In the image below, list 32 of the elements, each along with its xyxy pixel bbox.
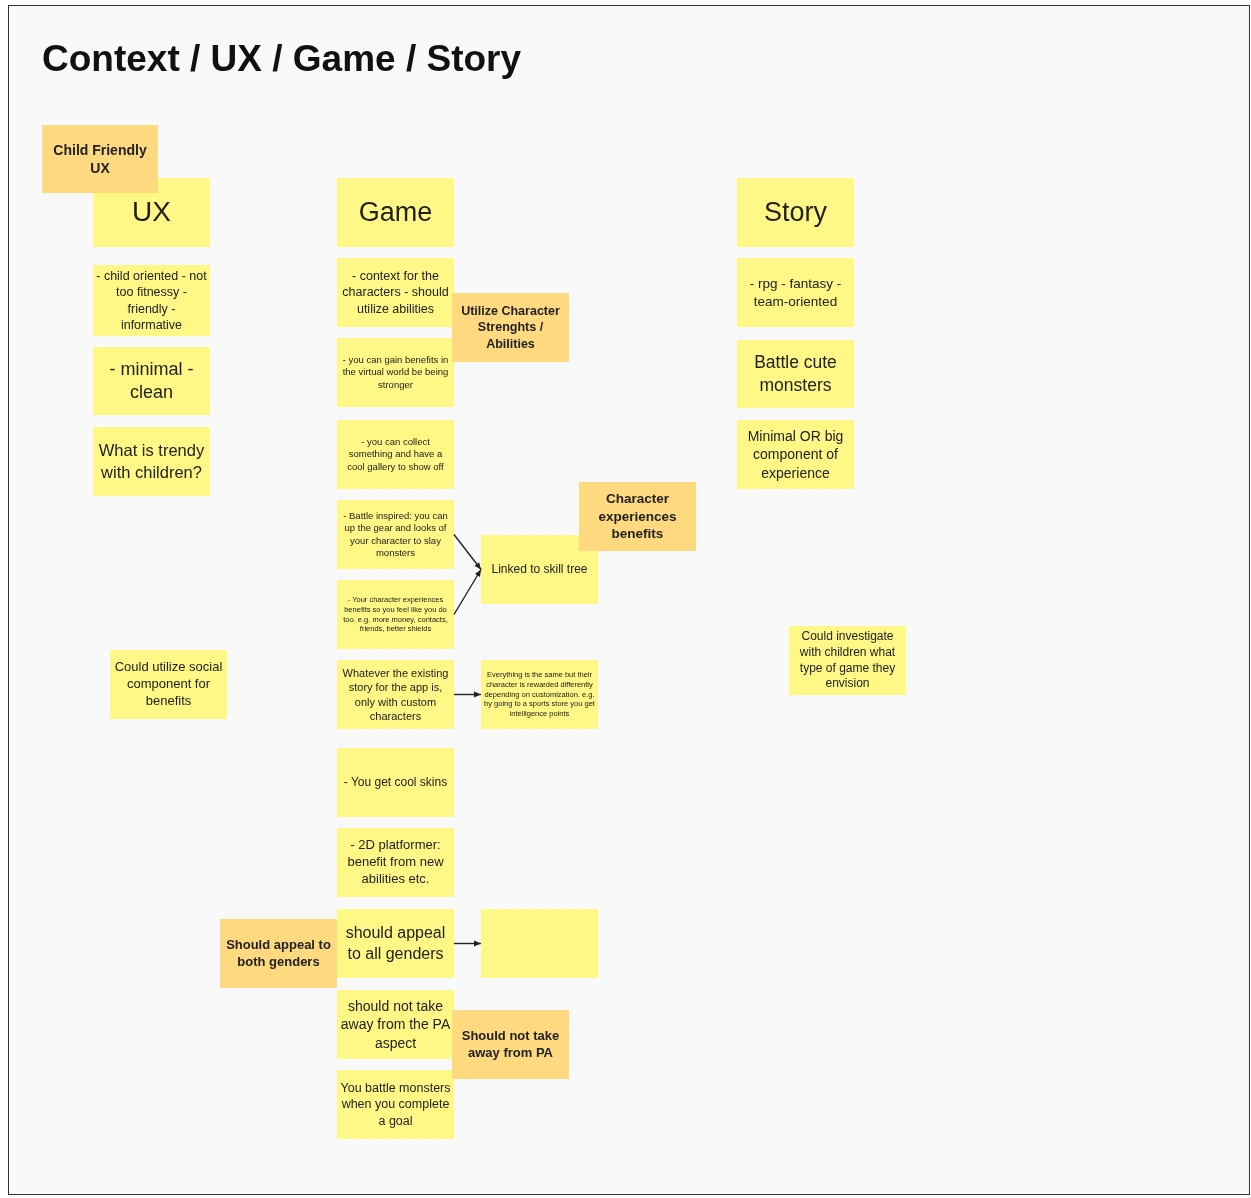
sticky-note: - rpg - fantasy - team-oriented bbox=[737, 258, 854, 327]
sticky-note: You battle monsters when you complete a goal bbox=[337, 1070, 454, 1139]
sticky-note: What is trendy with children? bbox=[93, 427, 210, 496]
sticky-note: should not take away from the PA aspect bbox=[337, 990, 454, 1059]
sticky-note: should appeal to all genders bbox=[337, 909, 454, 978]
sticky-note: - You get cool skins bbox=[337, 748, 454, 817]
sticky-note: Story bbox=[737, 178, 854, 247]
sticky-note: - child oriented - not too fitnessy - friendly - informative bbox=[93, 265, 210, 336]
tag-note: Should appeal to both genders bbox=[220, 919, 337, 988]
arrow bbox=[453, 533, 482, 571]
arrow bbox=[453, 568, 482, 616]
sticky-note: Game bbox=[337, 178, 454, 247]
title: Context / UX / Game / Story bbox=[42, 38, 522, 80]
tag-note: Child Friendly UX bbox=[42, 125, 158, 193]
sticky-note: Battle cute monsters bbox=[737, 340, 854, 408]
tag-note: Utilize Character Strenghts / Abilities bbox=[452, 293, 569, 362]
sticky-note: Minimal OR big component of experience bbox=[737, 420, 854, 489]
sticky-note: - context for the characters - should utilize abilities bbox=[337, 258, 454, 327]
sticky-note: - minimal - clean bbox=[93, 347, 210, 415]
sticky-note: - you can gain benefits in the virtual world be being stronger bbox=[337, 338, 454, 407]
arrow bbox=[453, 940, 482, 947]
tag-note: Should not take away from PA bbox=[452, 1010, 569, 1079]
sticky-note: Could investigate with children what type of game they envision bbox=[789, 626, 906, 695]
sticky-note: Could utilize social component for benefits bbox=[110, 650, 227, 719]
sticky-note: - 2D platformer: benefit from new abilities etc. bbox=[337, 828, 454, 897]
sticky-note: Whatever the existing story for the app is, only with custom characters bbox=[337, 660, 454, 729]
sticky-note: - you can collect something and have a cool gallery to show off bbox=[337, 420, 454, 489]
sticky-note: - Battle inspired: you can up the gear and looks of your character to slay monsters bbox=[337, 500, 454, 569]
empty-sticky-note bbox=[481, 909, 598, 978]
sticky-note: Linked to skill tree bbox=[481, 535, 598, 604]
tag-note: Character experiences benefits bbox=[579, 482, 696, 551]
arrow bbox=[453, 691, 482, 698]
